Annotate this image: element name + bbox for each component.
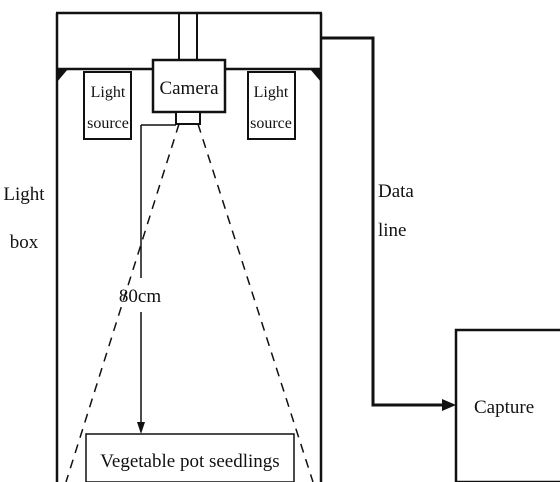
light-source-right-label-line2: source — [250, 115, 292, 132]
light-source-right-label-line1: Light — [254, 84, 289, 101]
fov-right-line — [197, 123, 314, 482]
seedlings-tray: Vegetable pot seedlings — [85, 433, 295, 482]
light-source-right-box — [247, 71, 296, 140]
right-corner-bracket — [310, 69, 321, 82]
distance-label: 80cm — [119, 286, 161, 307]
light-source-right: Light source — [247, 71, 296, 140]
data-line-arrowhead — [442, 399, 456, 411]
camera-label: Camera — [159, 78, 219, 99]
distance-indicator — [140, 124, 176, 424]
data-line-connector — [321, 36, 442, 407]
capture-label: Capture — [474, 397, 534, 418]
camera-mount — [178, 13, 198, 60]
seedlings-box — [85, 433, 295, 482]
seedlings-label: Vegetable pot seedlings — [100, 451, 279, 472]
field-of-view — [65, 123, 314, 482]
camera-lens — [175, 111, 201, 125]
capture-box — [454, 328, 560, 482]
fov-left-line — [65, 123, 180, 482]
light-box-label-line1: Light — [3, 184, 45, 205]
camera: Camera — [151, 58, 227, 125]
light-source-left: Light source — [83, 71, 132, 140]
distance-arrowhead — [137, 422, 145, 434]
light-box-label-line2: box — [10, 232, 39, 253]
capture-device: Capture — [454, 328, 560, 482]
data-line-label-line2: line — [378, 220, 407, 241]
light-source-left-label-line1: Light — [91, 84, 126, 101]
light-source-left-box — [83, 71, 132, 140]
data-line-label-line1: Data — [378, 181, 414, 202]
light-source-left-label-line2: source — [87, 115, 129, 132]
left-corner-bracket — [57, 69, 68, 82]
